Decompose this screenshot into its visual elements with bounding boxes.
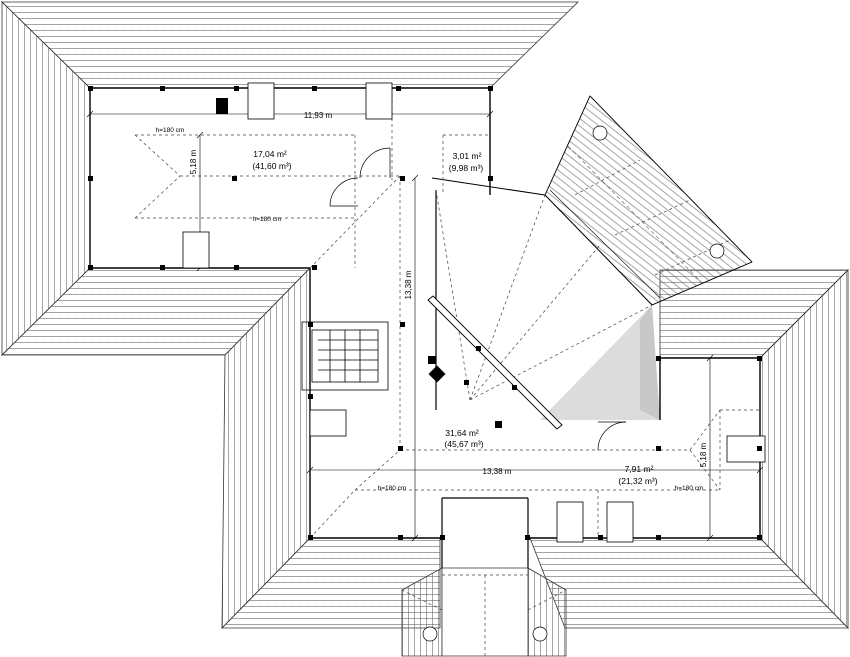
dimension-north-depth: 5,18 m: [189, 149, 198, 174]
skylight-south-3: [606, 501, 634, 543]
room-volume-main: (45,67 m³): [444, 439, 483, 449]
dimension-north-width: 11,93 m: [304, 111, 333, 120]
shade-wedge: [540, 305, 660, 420]
room-volume-nook: (9,98 m³): [449, 163, 484, 173]
chimneys: [216, 98, 502, 428]
dimension-vertical: 13,38 m: [404, 270, 413, 299]
room-area-nook: 3,01 m²: [453, 151, 482, 161]
height-south-left: h=180 cm: [378, 485, 407, 492]
dimension-south-width: 13,38 m: [483, 467, 512, 476]
room-volume-east: (21,32 m³): [618, 476, 657, 486]
post-markers: [88, 86, 762, 540]
height-north-top: h=180 cm: [156, 127, 185, 134]
shade-wedge-2: [640, 305, 660, 420]
room-area-main: 31,64 m²: [445, 428, 479, 438]
dashed-lines: [134, 88, 760, 656]
doors: [329, 147, 627, 451]
height-south-right: h=180 cm: [675, 485, 704, 492]
dimension-east-depth: 5,18 m: [699, 442, 708, 467]
floor-areas: [90, 88, 760, 657]
roof-north-top: [1, 1, 579, 89]
skylight-north-1: [247, 82, 275, 120]
skylight-south-1: [309, 409, 347, 437]
dimension-lines: [86, 110, 764, 542]
chimney-north: [216, 98, 228, 114]
skylight-north-2: [365, 82, 393, 120]
staircase: [301, 321, 389, 391]
skylight-north-3: [182, 231, 210, 269]
room-area-east: 7,91 m²: [625, 464, 654, 474]
skylights: [182, 82, 766, 543]
labels: 17,04 m² (41,60 m³) 3,01 m² (9,98 m³) 31…: [156, 111, 708, 492]
height-north-bottom: h=180 cm: [253, 216, 282, 223]
room-area-north: 17,04 m²: [253, 149, 287, 159]
vent-circles: [422, 125, 725, 642]
skylight-south-2: [556, 501, 584, 543]
room-volume-north: (41,60 m³): [252, 161, 291, 171]
